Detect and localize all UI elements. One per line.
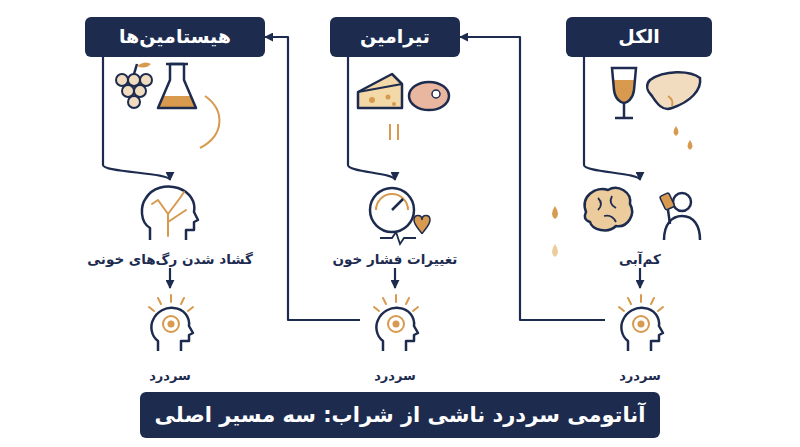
wine-glass-icon [612,68,636,118]
node-label: تیرامین [360,25,430,49]
mechanism-node: گشاد شدن رگ‌های خونی [75,180,265,268]
glass-stem [623,103,626,118]
ham-bone [432,90,440,98]
flask-outline [158,64,196,108]
headache-node: سردرد [360,288,430,384]
node-label: الکل [618,25,660,49]
node-label: هیستامین‌ها [119,25,231,49]
headache-head-icon [149,295,193,351]
grape [140,74,152,86]
fluid-drop [552,206,558,219]
headache-node: سردرد [605,288,675,384]
liver-shape [647,72,700,109]
pathway-header: هیستامین‌ها [85,17,265,57]
node-label: کم‌آبی [619,251,661,268]
grape [128,96,140,108]
node-label: سردرد [149,368,191,384]
diagram-title: آناتومی سردرد ناشی از شراب: سه مسیر اصلی [155,403,646,427]
blood-vessels [152,192,186,236]
flow-connector [169,268,171,288]
liver-detail [668,96,673,106]
cheese-edge [358,84,402,92]
brain-folds [598,196,616,222]
head-outline [142,186,198,240]
gauge-needle [392,199,403,210]
drinking-cup [660,193,675,211]
cheese-hole [392,102,396,106]
flow-connector [460,37,605,320]
person-head [673,193,691,211]
mechanism-node: کم‌آبی [550,180,730,268]
fluid-drop [688,140,693,150]
ham-shape [409,82,449,110]
blood-pressure-gauge-icon [370,188,430,244]
headache-head-icon [619,295,663,351]
cheese-hole [386,95,391,100]
fluid-drop [552,244,558,257]
brain-outline [585,188,632,230]
flow-connector [265,37,360,320]
grapes-icon [116,62,152,108]
grape [134,85,146,97]
node-label: سردرد [374,368,416,384]
flask-rim [166,63,188,66]
gauge-scale [376,194,408,210]
headache-head-icon [374,295,418,351]
grape [116,74,128,86]
reaction-arrow [200,96,219,148]
person-arm [668,210,670,224]
grape [122,85,134,97]
pathway-header: تیرامین [330,17,460,57]
node-label: گشاد شدن رگ‌های خونی [87,251,253,268]
cheese-wedge [358,74,402,108]
flow-connector [348,57,395,180]
ham-icon [409,82,449,110]
brain-icon [585,188,632,230]
glass-base [615,117,633,120]
grape [128,74,140,86]
flow-connector [394,268,396,288]
node-label: تغییرات فشار خون [333,251,458,268]
mechanism-node: تغییرات فشار خون [305,180,485,268]
title-banner: آناتومی سردرد ناشی از شراب: سه مسیر اصلی [140,392,660,438]
flow-connector [103,57,170,180]
pathway-header: الکل [566,17,712,57]
headache-node: سردرد [135,288,205,384]
gauge-dial [370,188,414,232]
flow-connector [584,57,640,180]
liver-icon [647,72,700,109]
grape-leaf [137,62,151,67]
glass-bowl [612,68,636,103]
fluid-drop [674,126,679,136]
cheese-hole [369,97,375,103]
pulse-line [380,232,416,244]
cheese-icon [358,74,402,108]
grape-stem [134,64,137,74]
flask-icon [158,64,196,108]
heart-symbol [414,216,430,235]
vessel-head-icon [142,186,198,240]
node-label: سردرد [619,368,661,384]
wine-fill [613,80,635,103]
down-marks [390,124,398,140]
flow-connector [639,268,641,288]
drinking-person-icon [660,193,700,240]
